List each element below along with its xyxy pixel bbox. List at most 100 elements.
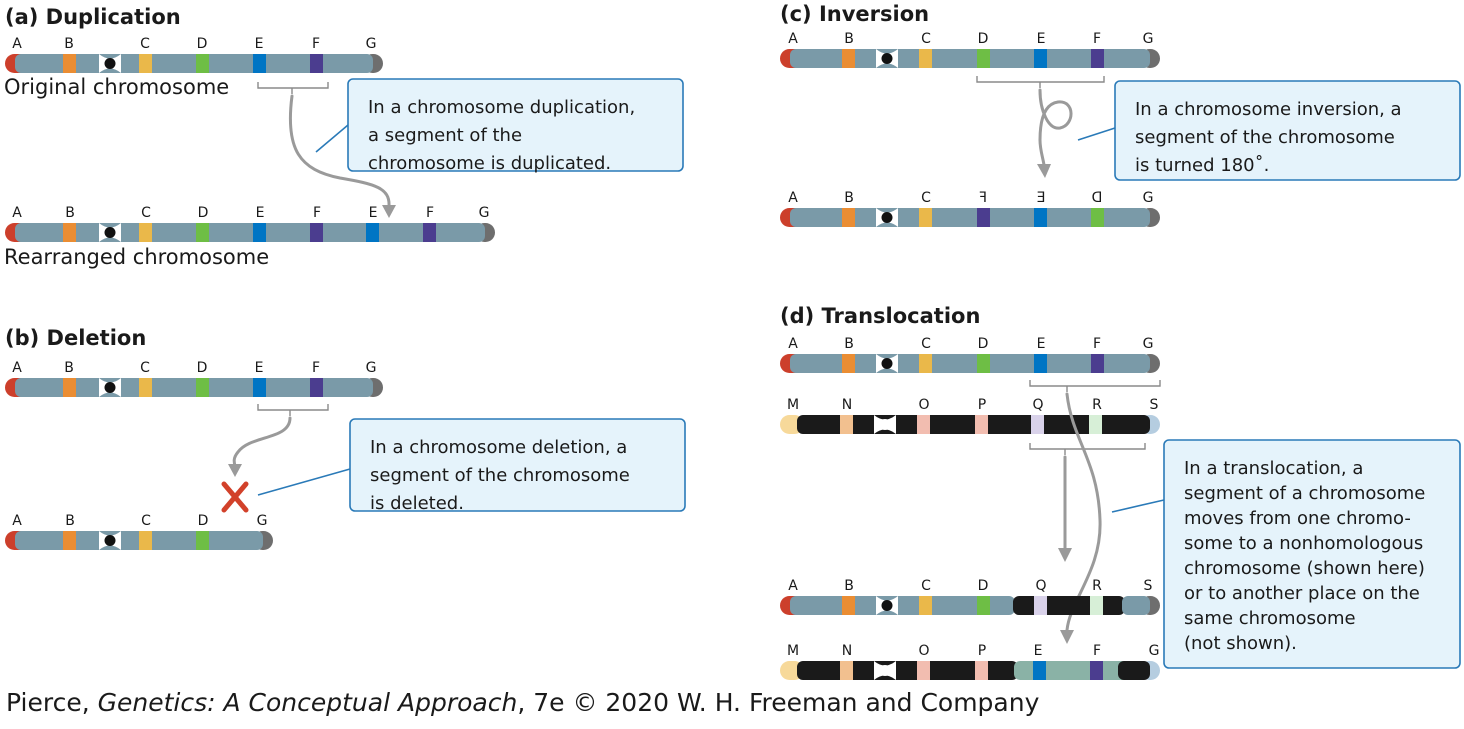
band-label: G <box>1143 190 1154 206</box>
band-label: E <box>1037 190 1046 206</box>
band-label: D <box>978 336 989 352</box>
band-label: D <box>978 31 989 47</box>
centromere <box>881 358 893 369</box>
band-label: C <box>141 513 151 529</box>
band-label: C <box>140 360 150 376</box>
band-label: G <box>479 205 490 221</box>
centromere <box>879 419 891 430</box>
chromosome-band <box>977 596 990 615</box>
chromosome-band <box>1034 208 1047 227</box>
band-label: C <box>921 336 931 352</box>
chromosome-band <box>917 415 930 434</box>
band-label: M <box>787 397 799 413</box>
band-label: C <box>921 578 931 594</box>
callout-text: segment of the chromosome <box>1135 127 1395 148</box>
band-label: G <box>366 36 377 52</box>
panel-b-bracket <box>257 404 329 411</box>
band-label: M <box>787 643 799 659</box>
callout-text: (not shown). <box>1184 633 1297 654</box>
band-label: Q <box>1032 397 1043 413</box>
panel-d-bracket-2 <box>1029 443 1146 450</box>
band-label: D <box>978 578 989 594</box>
band-label: A <box>12 205 22 221</box>
chromosome-band <box>423 223 436 242</box>
panel-c-bracket <box>976 76 1105 83</box>
band-label: G <box>257 513 268 529</box>
band-label: C <box>140 36 150 52</box>
panel-d-title: (d) Translocation <box>780 304 980 328</box>
callout-box <box>1163 439 1461 669</box>
callout-text: moves from one chromo- <box>1184 508 1411 529</box>
band-label: E <box>369 205 378 221</box>
band-label: R <box>1092 578 1102 594</box>
band-label: C <box>921 31 931 47</box>
band-label: E <box>255 360 264 376</box>
band-label: B <box>844 578 854 594</box>
chromosome-band <box>253 54 266 73</box>
callout-text: same chromosome <box>1184 608 1356 629</box>
chromosome-band <box>1034 49 1047 68</box>
callout-text: In a chromosome deletion, a <box>370 437 627 458</box>
band-label: G <box>366 360 377 376</box>
credit-book-title: Genetics: A Conceptual Approach <box>97 688 518 717</box>
panel-b-title: (b) Deletion <box>5 326 146 350</box>
band-label: E <box>1037 31 1046 47</box>
band-label: E <box>256 205 265 221</box>
callout-text: is deleted. <box>370 493 464 514</box>
centromere <box>881 53 893 64</box>
band-label: A <box>12 513 22 529</box>
chromosome-band <box>977 208 990 227</box>
callout-box <box>1114 80 1461 181</box>
panel-a-title: (a) Duplication <box>5 5 181 29</box>
chromosome-band <box>1090 661 1103 680</box>
band-label: F <box>1093 31 1101 47</box>
panel-d-bracket-1 <box>1029 380 1161 387</box>
deletion-mark-icon <box>221 481 249 513</box>
chromosome-band <box>253 223 266 242</box>
chromosome-band <box>1031 415 1044 434</box>
chromosome-band <box>196 54 209 73</box>
chromosome-band <box>975 661 988 680</box>
callout-text: is turned 180˚. <box>1135 155 1269 176</box>
chromosome-band <box>139 54 152 73</box>
chromosome-band <box>917 661 930 680</box>
callout-pointer <box>1077 127 1116 141</box>
band-label: G <box>1143 31 1154 47</box>
callout-pointer <box>257 468 351 496</box>
chromosome-band <box>919 49 932 68</box>
band-label: F <box>1093 336 1101 352</box>
chromosome-band <box>196 531 209 550</box>
chromosome-band <box>63 378 76 397</box>
band-label: A <box>788 190 798 206</box>
band-label: E <box>255 36 264 52</box>
callout-text: a segment of the <box>368 125 522 146</box>
band-label: B <box>64 360 74 376</box>
callout-text: chromosome is duplicated. <box>368 153 611 174</box>
band-label: D <box>1092 190 1103 206</box>
panel-d-arrow-cross-head <box>1060 630 1074 644</box>
band-label: A <box>788 31 798 47</box>
band-label: F <box>426 205 434 221</box>
panel-a-rearranged-label: Rearranged chromosome <box>4 245 269 269</box>
panel-c-arrow <box>1038 88 1073 167</box>
chromosome-band <box>139 223 152 242</box>
band-label: B <box>64 36 74 52</box>
callout-pointer <box>1111 499 1165 513</box>
chromosome-band <box>1034 596 1047 615</box>
chromosome-band <box>196 378 209 397</box>
chromosome-band <box>1090 596 1103 615</box>
band-label: Q <box>1035 578 1046 594</box>
chromosome-band <box>196 223 209 242</box>
chromosome-band <box>310 54 323 73</box>
credit-rest: , 7e © 2020 W. H. Freeman and Company <box>517 688 1040 717</box>
chromosome-band <box>310 378 323 397</box>
callout-text: In a chromosome inversion, a <box>1135 99 1402 120</box>
band-label: F <box>312 36 320 52</box>
